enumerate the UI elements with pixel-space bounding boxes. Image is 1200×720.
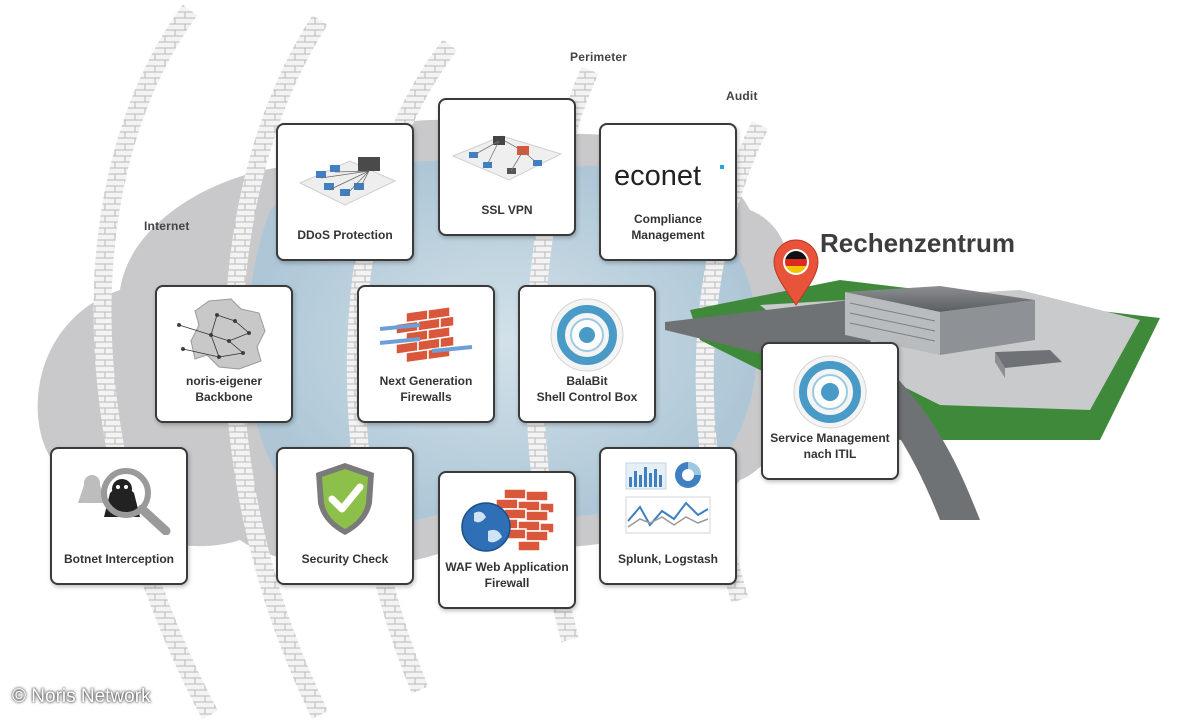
tile-label: WAF Web Application Firewall <box>445 560 569 590</box>
building-roof <box>845 286 1035 312</box>
tile-label: Next Generation Firewalls <box>379 374 473 404</box>
tile-waf[interactable]: WAF Web Application Firewall <box>438 471 576 609</box>
tile-balabit-shell-control-box[interactable]: BalaBit Shell Control Box <box>518 285 656 423</box>
zone-label-perimeter: Perimeter <box>570 50 628 64</box>
tile-label: DDoS Protection <box>297 228 393 242</box>
tile-next-generation-firewalls[interactable]: Next Generation Firewalls <box>357 285 495 423</box>
tile-ssl-vpn[interactable]: SSL VPN <box>438 98 576 236</box>
annex-building <box>995 350 1062 368</box>
tile-splunk-logstash[interactable]: Splunk, Logstash <box>599 447 737 585</box>
cycle-diagram-icon <box>550 298 624 372</box>
tile-label: Compliance Management <box>631 212 705 242</box>
tile-security-check[interactable]: Security Check <box>276 447 414 585</box>
tile-compliance-management[interactable]: econet Compliance Management <box>599 123 737 261</box>
location-pin-icon <box>773 239 819 306</box>
copyright-notice: © Noris Network <box>12 686 151 707</box>
building-front <box>845 292 940 355</box>
vpn-network-icon <box>451 135 563 181</box>
wall-perimeter <box>346 39 458 694</box>
germany-network-map-icon <box>177 298 266 370</box>
tile-backbone[interactable]: noris-eigener Backbone <box>155 285 293 423</box>
econet-logo: econet <box>614 160 724 192</box>
building-side <box>940 300 1035 355</box>
itil-cycle-icon <box>793 355 867 429</box>
tile-service-management-itil[interactable]: Service Management nach ITIL <box>761 342 899 480</box>
zone-label-audit: Audit <box>726 89 758 103</box>
germany-flag-icon <box>785 251 807 273</box>
shield-check-icon <box>316 463 374 535</box>
tile-label: SSL VPN <box>481 203 533 217</box>
tile-label: Service Management nach ITIL <box>770 431 890 461</box>
zone-label-internet: Internet <box>144 219 190 233</box>
tile-label: BalaBit Shell Control Box <box>536 374 638 404</box>
datacenter-title: Rechenzentrum <box>820 228 1016 258</box>
botnet-magnifier-icon <box>78 468 171 535</box>
wall-outer-1 <box>93 4 218 720</box>
globe-firewall-icon <box>461 488 555 552</box>
tile-label: noris-eigener Backbone <box>185 374 263 404</box>
analytics-charts-icon <box>625 462 711 534</box>
network-topology-icon <box>298 157 397 206</box>
tile-ddos-protection[interactable]: DDoS Protection <box>276 123 414 261</box>
svg-text:econet: econet <box>614 160 701 192</box>
tile-botnet-interception[interactable]: Botnet Interception <box>50 447 188 585</box>
tile-label: Security Check <box>301 552 389 566</box>
annex-front <box>995 352 1005 378</box>
tile-label: Botnet Interception <box>64 552 174 566</box>
tile-label: Splunk, Logstash <box>617 552 718 566</box>
firewall-brick-icon <box>379 305 473 364</box>
